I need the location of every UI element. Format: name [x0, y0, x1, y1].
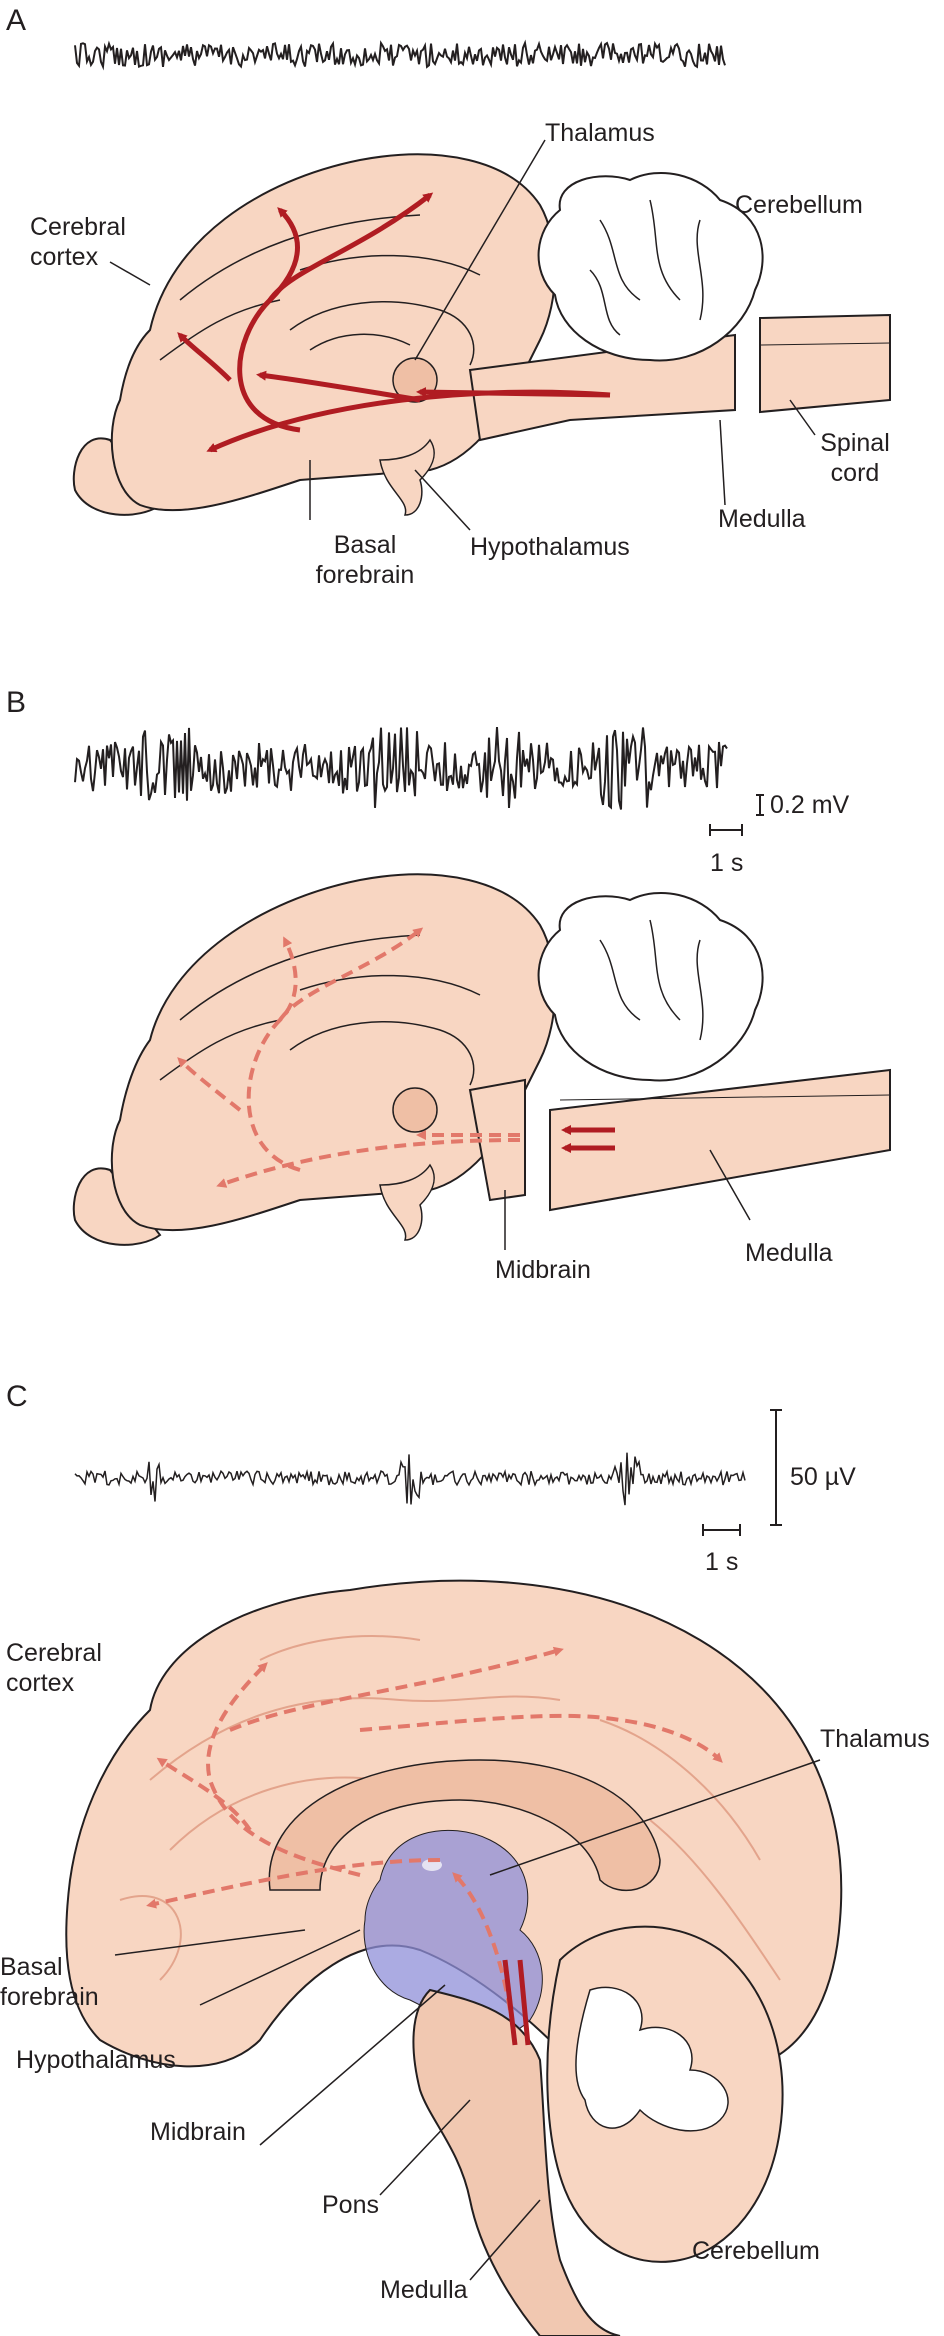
panel-c	[65, 1409, 843, 2336]
label-cerebellum-c: Cerebellum	[692, 2237, 820, 2265]
human-brain	[65, 1579, 843, 2336]
brainstem-red-line-2	[517, 1959, 531, 2046]
label-basal-forebrain-a: Basal forebrain	[315, 531, 415, 589]
panel-b-letter: B	[6, 686, 27, 719]
panel-b	[72, 727, 891, 1250]
label-hypothalamus-c: Hypothalamus	[16, 2046, 176, 2074]
label-cerebellum-a: Cerebellum	[735, 191, 863, 219]
cerebellum-shape-b	[537, 892, 764, 1082]
label-thalamus-a: Thalamus	[545, 119, 655, 147]
label-basal-forebrain-c: Basal forebrain	[0, 1953, 99, 2011]
arrow-to-anterior	[256, 370, 421, 403]
panel-a	[72, 39, 891, 531]
scale-label-voltage-c: 50 µV	[790, 1463, 856, 1491]
arrow-to-dorsal-1	[237, 207, 301, 433]
cat-brain-b	[72, 873, 891, 1250]
scale-bar-voltage-c	[770, 1409, 782, 1526]
eeg-trace-awake	[74, 39, 726, 71]
label-midbrain-b: Midbrain	[495, 1256, 591, 1284]
spinal-cord-a	[759, 313, 891, 414]
brainstem-red-line-1	[502, 1959, 518, 2046]
eeg-trace-coma	[74, 1452, 746, 1506]
eeg-trace-drowsy	[74, 727, 728, 810]
medulla-b	[549, 1068, 891, 1212]
arrow-to-dorsal-2	[267, 192, 434, 302]
label-midbrain-c: Midbrain	[150, 2118, 246, 2146]
label-pons-c: Pons	[322, 2191, 379, 2219]
arbor-vitae	[575, 1986, 729, 2132]
scale-bar-voltage-b	[756, 794, 764, 816]
label-hypothalamus-a: Hypothalamus	[470, 533, 630, 561]
scale-bar-time-b	[709, 824, 743, 836]
panel-a-letter: A	[6, 4, 27, 37]
scale-label-voltage-b: 0.2 mV	[770, 791, 850, 819]
label-medulla-c: Medulla	[380, 2276, 468, 2304]
corpus-callosum	[268, 1759, 661, 1891]
label-medulla-a: Medulla	[718, 505, 806, 533]
label-medulla-b: Medulla	[745, 1239, 833, 1267]
panel-c-letter: C	[6, 1380, 28, 1413]
hypothalamus-shape	[379, 438, 435, 516]
arrow-to-thalamus	[416, 387, 611, 398]
label-cerebral-cortex-c: Cerebral cortex	[6, 1639, 102, 1697]
scale-label-time-c: 1 s	[705, 1548, 739, 1576]
label-cerebral-cortex-a: Cerebral cortex	[30, 213, 126, 271]
label-spinal-cord-a: Spinal cord	[820, 429, 890, 487]
cerebrum-shape	[110, 153, 556, 512]
label-thalamus-c: Thalamus	[820, 1725, 930, 1753]
arrow-to-front-upper	[177, 332, 232, 382]
scale-label-time-b: 1 s	[710, 849, 744, 877]
cat-brain-a	[72, 139, 891, 531]
arousal-region	[363, 1829, 543, 2039]
scale-bar-time-c	[702, 1524, 741, 1536]
cerebellum-shape-a	[537, 172, 764, 362]
